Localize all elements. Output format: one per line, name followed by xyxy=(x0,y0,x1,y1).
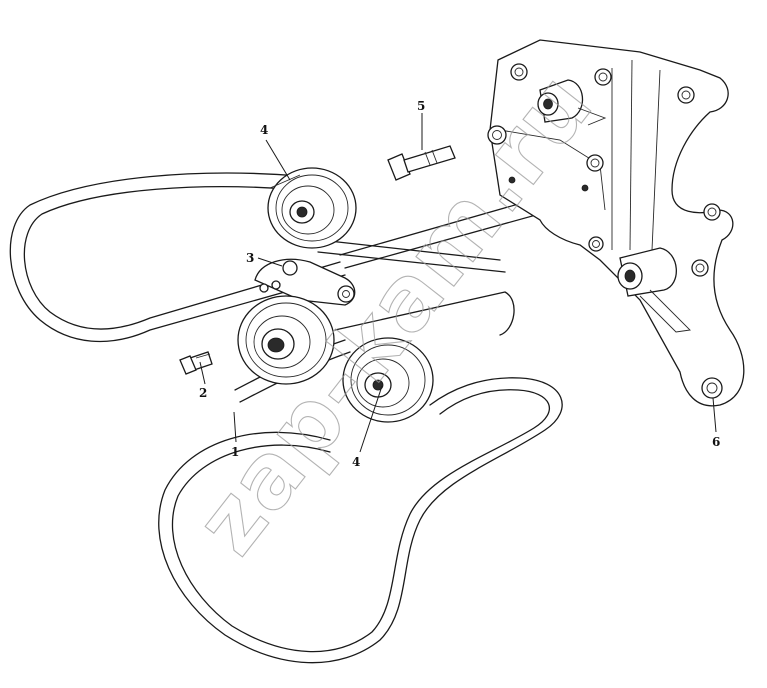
callout-4-lower: 4 xyxy=(352,455,360,469)
callout-1: 1 xyxy=(231,445,239,459)
drive-belt-upper-loop xyxy=(9,172,591,343)
belt-tensioner xyxy=(237,258,356,385)
mounting-bolt xyxy=(387,145,456,181)
idler-pulley-upper xyxy=(267,167,357,249)
callout-4-upper: 4 xyxy=(260,123,268,137)
callout-3: 3 xyxy=(246,251,254,265)
callout-6: 6 xyxy=(712,435,720,449)
idler-pulley-lower xyxy=(342,337,434,423)
callout-5: 5 xyxy=(417,99,425,113)
leader-lines xyxy=(199,113,717,453)
watermark: zap-kam.ru xyxy=(175,53,613,573)
mounting-bracket xyxy=(487,39,745,407)
callout-2: 2 xyxy=(199,386,207,400)
tensioner-bolt xyxy=(179,351,213,375)
